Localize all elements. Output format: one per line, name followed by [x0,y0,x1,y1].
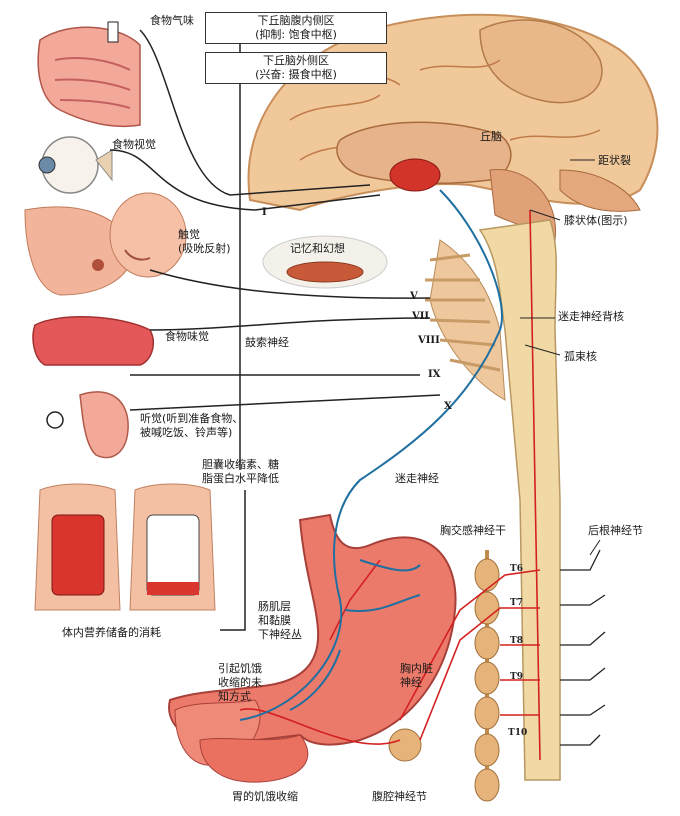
torso-full [34,483,121,611]
label-calcarine: 距状裂 [598,154,631,167]
label-celiac: 腹腔神经节 [372,790,427,803]
sensory-pathways [109,29,441,631]
label-chorda: 鼓索神经 [245,336,289,349]
label-thoracic-visceral: 胸内脏 神经 [400,662,433,689]
label-geniculate: 膝状体(图示) [564,214,628,227]
segment-t10: T10 [508,728,528,738]
ear [46,391,129,459]
label-vagus: 迷走神经 [395,472,439,485]
eye [38,136,113,194]
stomach [168,513,457,783]
dorsal-root-lines [560,549,606,746]
red-nerve-paths [239,209,541,761]
brain [247,13,659,241]
segment-t7: T7 [510,598,523,608]
cranial-nerve-7: VII [412,311,430,322]
blue-vagus-path [239,189,503,721]
nose-section [37,21,141,128]
spinal-cord [425,219,561,781]
lh-box: 下丘脑外侧区 (兴奋: 摄食中枢) [205,52,387,84]
sympathetic-chain [474,550,500,802]
cranial-nerve-1: I [262,207,267,218]
nursing-figure [24,192,187,296]
label-dorsal-root: 后根神经节 [588,524,643,537]
segment-t9: T9 [510,672,523,682]
label-vagal-nucleus: 迷走神经背核 [558,310,624,323]
vmh-box: 下丘脑腹内侧区 (抑制: 饱食中枢) [205,12,387,44]
pointer-lines [520,159,601,556]
cranial-nerve-10: X [444,401,452,412]
label-hunger: 胃的饥饿收缩 [232,790,298,803]
tongue [32,316,154,366]
segment-t6: T6 [510,564,523,574]
label-depletion: 体内营养储备的消耗 [62,626,161,639]
label-smell: 食物气味 [150,14,194,27]
label-cck: 胆囊收缩素、糖 脂蛋白水平降低 [202,458,279,485]
cranial-nerve-9: IX [428,369,441,380]
label-unknown: 引起饥饿 收缩的未 知方式 [218,662,262,703]
label-hearing: 听觉(听到准备食物、 被喊吃饭、铃声等) [140,412,244,439]
label-memory: 记忆和幻想 [290,242,345,255]
segment-t8: T8 [510,636,523,646]
label-plexus: 肠肌层 和黏膜 下神经丛 [258,600,302,641]
memory-cloud [262,235,388,289]
cranial-nerve-5: V [410,291,418,302]
label-solitary: 孤束核 [564,350,597,363]
label-sympathetic-trunk: 胸交感神经干 [440,524,506,537]
label-sight: 食物视觉 [112,138,156,151]
torso-depleted [129,483,216,611]
cranial-nerve-8: VIII [418,335,440,346]
label-thalamus: 丘脑 [480,130,502,143]
label-taste: 食物味觉 [165,330,209,343]
label-touch: 触觉 (吸吮反射) [178,228,231,255]
